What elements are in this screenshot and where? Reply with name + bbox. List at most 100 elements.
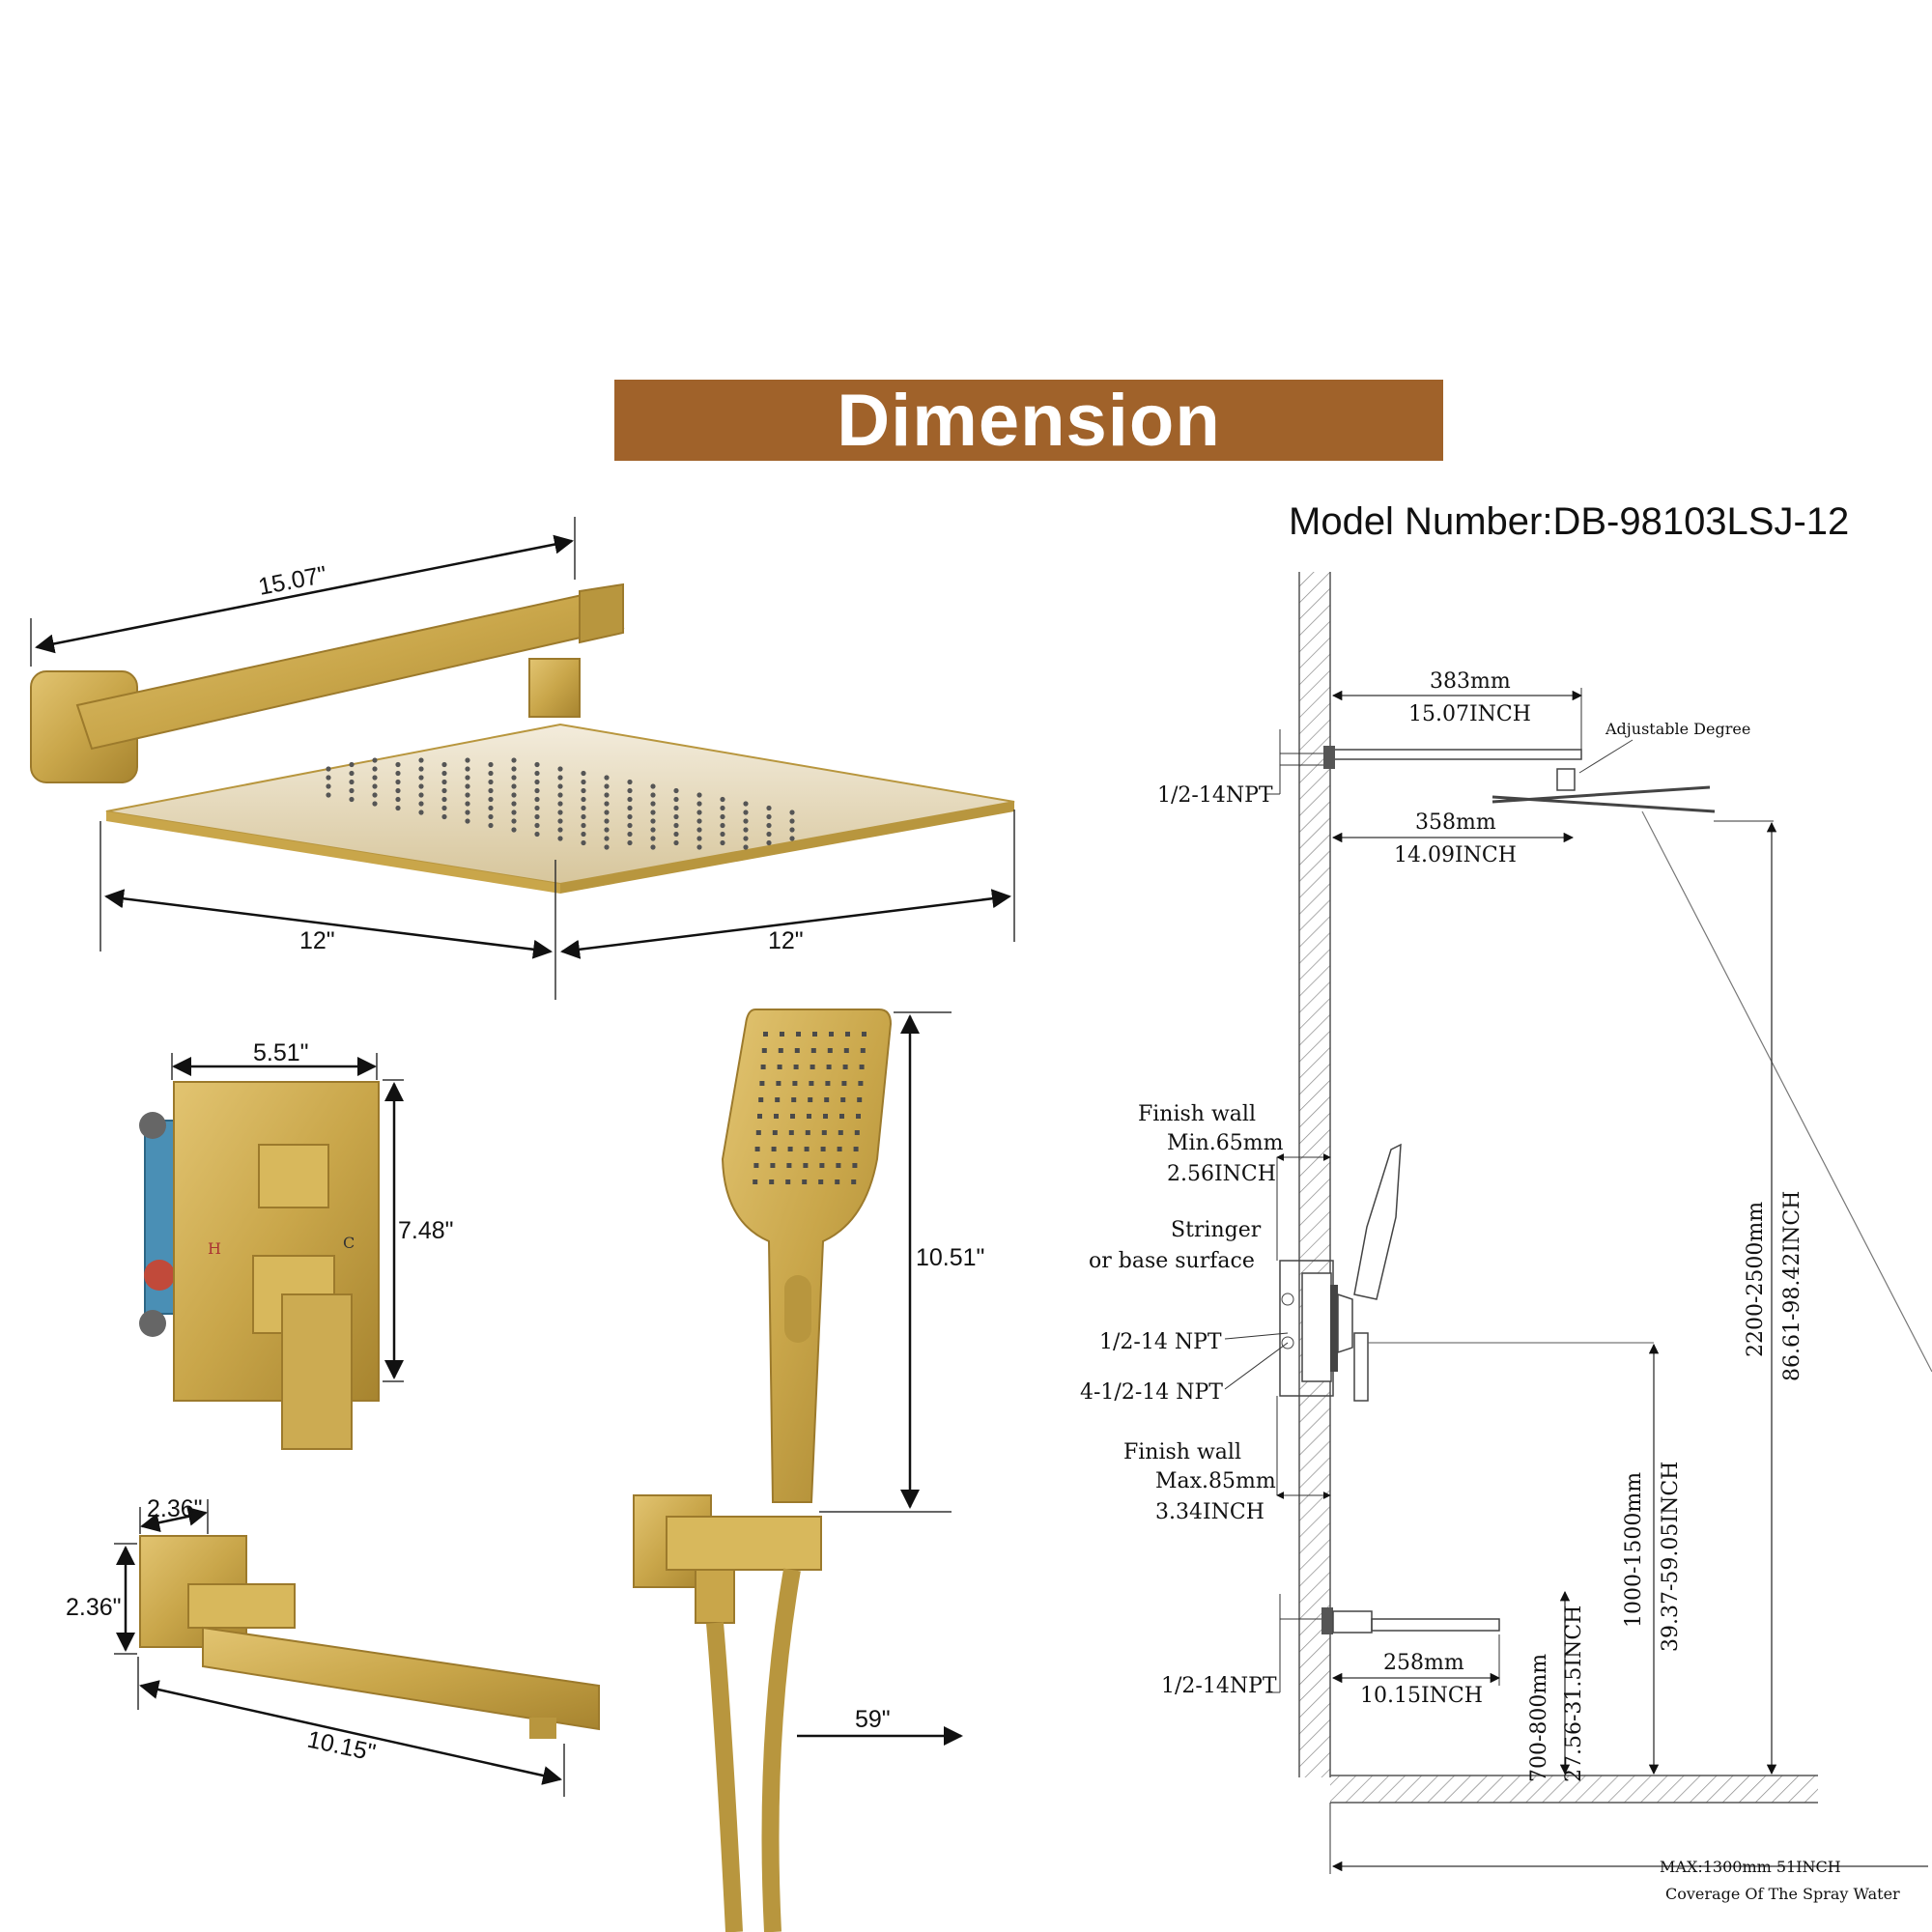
handheld-nozzle-dot — [859, 1065, 865, 1069]
nozzle-dot — [604, 836, 610, 841]
nozzle-dot — [557, 818, 563, 824]
spout-neck — [187, 1583, 296, 1629]
tech-finish-min-2: Min.65mm — [1167, 1131, 1284, 1155]
nozzle-dot — [465, 766, 470, 772]
handheld-nozzle-dot — [802, 1179, 808, 1184]
nozzle-dot — [372, 757, 378, 763]
handheld-nozzle-dot — [824, 1097, 830, 1102]
nozzle-dot — [743, 810, 749, 815]
handheld-nozzle-dot — [842, 1065, 848, 1069]
handheld-nozzles — [753, 1032, 867, 1184]
hose-left — [706, 1622, 743, 1932]
handheld-nozzle-dot — [840, 1097, 846, 1102]
nozzle-dot — [511, 827, 517, 833]
cold-mark: C — [343, 1234, 355, 1252]
handheld-nozzle-dot — [803, 1163, 809, 1168]
head-width-left-label: 12" — [299, 927, 335, 954]
handheld-nozzle-dot — [805, 1130, 810, 1135]
nozzle-dot — [673, 787, 679, 794]
handheld-nozzle-dot — [787, 1147, 793, 1151]
handheld-nozzle-dot — [759, 1081, 765, 1086]
title-banner: Dimension — [614, 380, 1443, 462]
nozzle-dot — [650, 783, 656, 789]
nozzle-dot — [673, 831, 679, 838]
nozzle-dot — [557, 775, 563, 781]
nozzle-dot — [696, 827, 702, 833]
nozzle-dot — [511, 775, 517, 781]
nozzle-dot — [627, 779, 633, 785]
nozzle-dot — [627, 796, 633, 803]
nozzle-dot — [743, 827, 749, 833]
nozzle-dot — [418, 801, 424, 807]
nozzle-dot — [557, 792, 563, 798]
nozzle-dot — [604, 818, 610, 824]
nozzle-dot — [349, 787, 355, 794]
tech-valve-box — [1301, 1272, 1332, 1382]
handheld-nozzle-dot — [794, 1048, 800, 1053]
nozzle-dot — [534, 805, 540, 811]
nozzle-dot — [465, 783, 470, 789]
nozzle-dot — [326, 766, 331, 772]
nozzle-dot — [743, 836, 749, 841]
nozzle-dot — [488, 813, 494, 820]
tech-valve-handle — [1353, 1143, 1402, 1300]
nozzle-dot — [441, 770, 447, 777]
handheld-nozzle-dot — [777, 1065, 782, 1069]
handheld-nozzle-dot — [836, 1163, 841, 1168]
handheld-nozzle-dot — [823, 1114, 828, 1119]
nozzle-dot — [488, 796, 494, 803]
handheld-nozzle-dot — [770, 1163, 776, 1168]
hot-inlet — [144, 1260, 175, 1291]
model-number: Model Number:DB-98103LSJ-12 — [1289, 500, 1850, 543]
nozzle-dot — [650, 818, 656, 824]
nozzle-dot — [581, 831, 586, 838]
spray-line — [1641, 810, 1932, 1373]
nozzle-dot — [534, 770, 540, 777]
handheld-nozzle-dot — [827, 1048, 833, 1053]
handheld-nozzle-dot — [771, 1147, 777, 1151]
nozzle-dot — [395, 787, 401, 794]
handheld-nozzle-dot — [845, 1032, 850, 1037]
arm-end — [579, 582, 624, 644]
nozzle-dot — [441, 779, 447, 785]
handheld-nozzle-dot — [793, 1065, 799, 1069]
handheld-nozzle-dot — [760, 1065, 766, 1069]
nozzle-dot — [511, 810, 517, 815]
nozzle-dot — [627, 839, 633, 846]
tub-spout — [139, 1535, 600, 1739]
handheld-nozzle-dot — [854, 1130, 860, 1135]
holder-elbow — [666, 1516, 822, 1571]
handheld-nozzle-dot — [763, 1032, 768, 1037]
tech-spout-mm: 258mm — [1383, 1651, 1464, 1675]
nozzle-dot — [604, 810, 610, 815]
tech-stringer-2: or base surface — [1089, 1249, 1255, 1273]
spray-mode-button[interactable] — [784, 1275, 811, 1343]
shower-head-assembly — [30, 582, 1015, 894]
hose-right — [761, 1568, 801, 1932]
nozzle-dot — [511, 766, 517, 772]
spout-width-arrow — [140, 1506, 208, 1533]
handheld-nozzle-dot — [757, 1114, 762, 1119]
nozzle-dot — [720, 796, 725, 803]
nozzle-dot — [650, 827, 656, 833]
nozzle-dot — [696, 844, 702, 850]
nozzle-dot — [511, 818, 517, 824]
head-width-right-arrow — [560, 889, 1011, 959]
handheld-nozzle-dot — [804, 1147, 810, 1151]
nozzle-dot — [418, 757, 424, 763]
nozzle-dot — [534, 761, 540, 768]
tech-stringer-1: Stringer — [1171, 1218, 1262, 1242]
nozzle-dot — [789, 810, 795, 815]
tech-npt-mid: 1/2-14 NPT — [1099, 1330, 1222, 1354]
nozzle-dot — [581, 796, 586, 803]
handheld-nozzle-dot — [839, 1114, 844, 1119]
handheld-nozzle-dot — [852, 1163, 858, 1168]
handheld-nozzle-dot — [837, 1147, 842, 1151]
nozzle-dot — [418, 766, 424, 772]
nozzle-dot — [766, 831, 772, 838]
valve-handle[interactable] — [281, 1293, 353, 1450]
tech-head-height-inch: 86.61-98.42INCH — [1780, 1191, 1804, 1381]
nozzle-dot — [534, 822, 540, 829]
nozzle-dot — [488, 787, 494, 794]
